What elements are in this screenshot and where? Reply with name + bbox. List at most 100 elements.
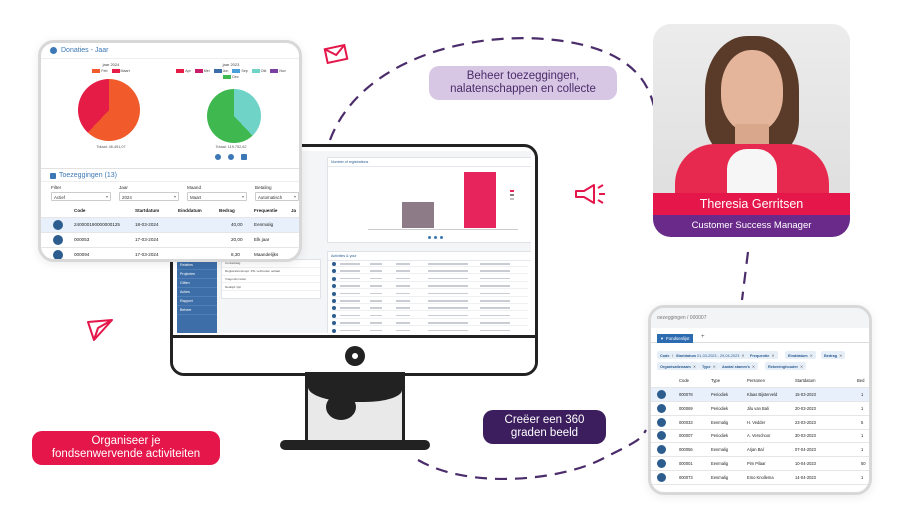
left-pie-chart[interactable]	[78, 79, 140, 141]
callout-line: nalatenschappen en collecte	[450, 83, 596, 96]
cell-code[interactable]: 000001	[679, 461, 693, 466]
cell-amount: 1	[861, 447, 864, 453]
table-cell-placeholder	[480, 322, 510, 324]
globe-icon[interactable]	[228, 154, 234, 160]
column-header-ja[interactable]: Ja	[291, 208, 297, 213]
sidebar-item[interactable]: Rapport	[177, 297, 217, 306]
person-badge-icon[interactable]	[53, 220, 63, 230]
column-header-code[interactable]: Code	[74, 208, 86, 213]
year-select[interactable]: 2024	[119, 192, 179, 201]
person-badge-icon[interactable]	[657, 459, 666, 468]
cell-amount: 40,00	[231, 222, 243, 227]
payment-select[interactable]: Automatisch	[255, 192, 299, 201]
cell-code[interactable]: 000007	[679, 433, 693, 439]
filter-chip[interactable]: Rekeninghouder✕	[765, 362, 807, 370]
add-tab-icon[interactable]: +	[701, 334, 705, 340]
cell-code[interactable]: 000069	[679, 405, 693, 411]
person-badge-icon[interactable]	[53, 250, 63, 259]
filter-chip[interactable]: Organisatienaam✕	[657, 362, 699, 370]
cell-code[interactable]: 000073	[679, 474, 693, 480]
close-icon[interactable]: ✕	[692, 364, 696, 369]
palette-icon[interactable]	[215, 154, 221, 160]
table-row[interactable]	[332, 320, 528, 327]
person-badge-icon[interactable]	[657, 417, 666, 427]
legend-item[interactable]: Apr	[176, 69, 191, 73]
close-icon[interactable]: ✕	[771, 353, 775, 358]
person-badge-icon[interactable]	[657, 472, 666, 482]
bar-chart-icon[interactable]	[241, 154, 247, 160]
list-item[interactable]: Realtijd: lijst	[222, 283, 320, 292]
table-row[interactable]	[332, 283, 528, 290]
legend-item[interactable]: Dec	[223, 75, 239, 79]
breadcrumb[interactable]: oezeggingen / 000007	[651, 308, 869, 328]
column-header-amount[interactable]: Bedrag	[219, 208, 235, 213]
legend-item[interactable]: Sep	[232, 69, 248, 73]
filter-chip[interactable]: Bedrag✕	[821, 351, 846, 359]
table-cell-placeholder	[480, 292, 510, 295]
table-row[interactable]	[332, 298, 528, 304]
legend-swatch	[176, 69, 185, 73]
right-pie-chart[interactable]	[207, 89, 261, 143]
filter-chip[interactable]: Aantal stamm's✕	[719, 362, 759, 370]
legend-label: Sep	[241, 69, 248, 73]
close-icon[interactable]: ✕	[741, 353, 745, 358]
table-row[interactable]	[332, 276, 528, 282]
cell-code[interactable]: 240000190000000125	[74, 222, 120, 227]
person-badge-icon[interactable]	[657, 445, 666, 455]
legend-item[interactable]: Feb	[92, 69, 108, 73]
column-header-amount[interactable]: Bed	[857, 378, 865, 383]
legend-item[interactable]: Okt	[251, 69, 266, 73]
legend-item[interactable]: Nov	[270, 69, 286, 73]
list-item[interactable]: Registrationsloopt: 451 verbreden oeftaa…	[222, 268, 320, 276]
person-badge-icon[interactable]	[657, 390, 666, 399]
sidebar-item[interactable]: Beheer	[177, 306, 217, 315]
filter-chip[interactable]: Type✕	[699, 362, 719, 370]
table-row[interactable]	[332, 328, 528, 333]
table-row[interactable]	[332, 305, 528, 312]
cell-code[interactable]: 000078	[679, 392, 693, 397]
sidebar-item[interactable]: Giften	[177, 279, 217, 288]
list-item[interactable]: Vragenformulier	[222, 276, 320, 284]
table-cell-placeholder	[396, 285, 410, 287]
sidebar-item[interactable]: Acties	[177, 288, 217, 297]
cell-code[interactable]: 000053	[74, 237, 90, 242]
tab-fondsenlijst[interactable]: ▼Fondsenlijst	[657, 334, 694, 343]
table-row[interactable]	[332, 313, 528, 319]
person-badge-icon[interactable]	[657, 403, 666, 413]
table-row[interactable]	[332, 291, 528, 297]
filter-chip[interactable]: Startdatum 01-03-2023 - 29-04-2023✕	[673, 351, 748, 359]
person-badge-icon[interactable]	[53, 235, 63, 245]
person-badge-icon[interactable]	[657, 431, 666, 441]
legend-item[interactable]: Jun	[213, 69, 228, 73]
table-row[interactable]	[332, 261, 528, 267]
close-icon[interactable]: ✕	[712, 364, 716, 369]
month-select[interactable]: Maart	[187, 192, 247, 201]
close-icon[interactable]: ✕	[799, 364, 804, 369]
list-item[interactable]: Contactdag	[222, 260, 320, 268]
column-header-end[interactable]: Einddatum	[178, 208, 202, 213]
legend-item[interactable]: Maart	[111, 69, 130, 73]
column-header-code[interactable]: Code	[679, 378, 690, 383]
sidebar-item[interactable]: Projecten	[177, 270, 217, 279]
column-header-startdate[interactable]: Startdatum	[795, 378, 816, 383]
sidebar-item[interactable]: Relaties	[177, 261, 217, 270]
close-icon[interactable]: ✕	[751, 364, 756, 369]
cell-code[interactable]: 000094	[74, 252, 90, 257]
column-header-type[interactable]: Type	[711, 378, 721, 383]
close-icon[interactable]: ✕	[809, 353, 813, 358]
cell-code[interactable]: 000033	[679, 419, 693, 425]
filter-chip[interactable]: Frequentie✕	[747, 351, 778, 359]
column-header-start[interactable]: Startdatum	[135, 208, 160, 213]
cell-frequency: Maandelijks	[254, 252, 279, 257]
person-badge-icon	[332, 328, 336, 333]
filter-chip[interactable]: Einddatum✕	[785, 351, 816, 359]
cell-code[interactable]: 000056	[679, 447, 693, 453]
table-row[interactable]	[332, 268, 528, 275]
filter-select[interactable]: Actief	[51, 192, 111, 201]
table-cell-placeholder	[370, 263, 382, 265]
chart-pager[interactable]	[428, 236, 443, 239]
close-icon[interactable]: ✕	[839, 353, 843, 358]
column-header-frequency[interactable]: Frequentie	[254, 208, 278, 213]
column-header-persons[interactable]: Personen	[747, 378, 765, 383]
legend-item[interactable]: Mei	[194, 69, 210, 73]
